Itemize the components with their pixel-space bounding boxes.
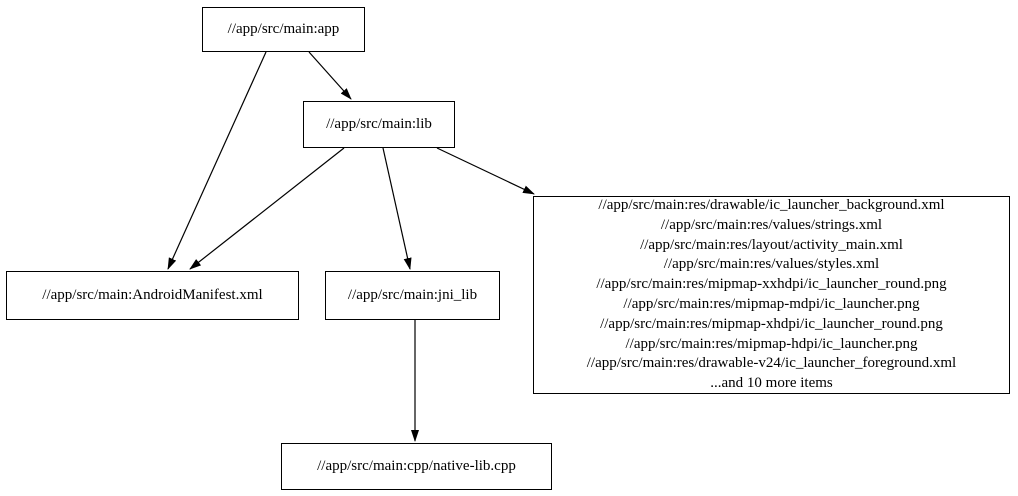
node-label-line: //app/src/main:res/mipmap-xxhdpi/ic_laun… (596, 276, 947, 293)
node-label-line: //app/src/main:res/drawable-v24/ic_launc… (586, 355, 957, 372)
edge-lib-to-jni-lib (382, 147, 412, 270)
edge-app-to-android-manifest (167, 51, 267, 270)
node-app: //app/src/main:app (202, 7, 365, 52)
node-label-line: //app/src/main:res/drawable/ic_launcher_… (598, 197, 945, 214)
node-android-manifest: //app/src/main:AndroidManifest.xml (6, 271, 299, 320)
edge-lib-to-android-manifest (189, 147, 345, 270)
node-label-line: //app/src/main:res/mipmap-mdpi/ic_launch… (623, 296, 920, 312)
node-resources: //app/src/main:res/drawable/ic_launcher_… (533, 196, 1010, 394)
edge-app-to-lib (308, 51, 352, 100)
node-label-line: //app/src/main:AndroidManifest.xml (42, 286, 263, 303)
node-lib: //app/src/main:lib (303, 101, 455, 148)
node-label-line: //app/src/main:app (227, 20, 340, 37)
node-label-line: //app/src/main:res/mipmap-hdpi/ic_launch… (625, 335, 918, 352)
node-native-lib-cpp: //app/src/main:cpp/native-lib.cpp (281, 443, 552, 490)
node-label-line: ...and 10 more items (710, 375, 833, 392)
node-label-line: //app/src/main:res/mipmap-xhdpi/ic_launc… (600, 315, 943, 332)
node-label-line: //app/src/main:res/values/strings.xml (660, 216, 883, 233)
node-label-line: //app/src/main:jni_lib (347, 286, 478, 303)
node-label-line: //app/src/main:lib (326, 115, 432, 132)
edge-lib-to-resources (436, 147, 535, 195)
node-label-line: //app/src/main:res/values/styles.xml (663, 256, 880, 273)
node-jni-lib: //app/src/main:jni_lib (325, 271, 500, 320)
node-label-line: //app/src/main:cpp/native-lib.cpp (317, 457, 516, 474)
node-label-line: //app/src/main:res/layout/activity_main.… (640, 236, 903, 253)
